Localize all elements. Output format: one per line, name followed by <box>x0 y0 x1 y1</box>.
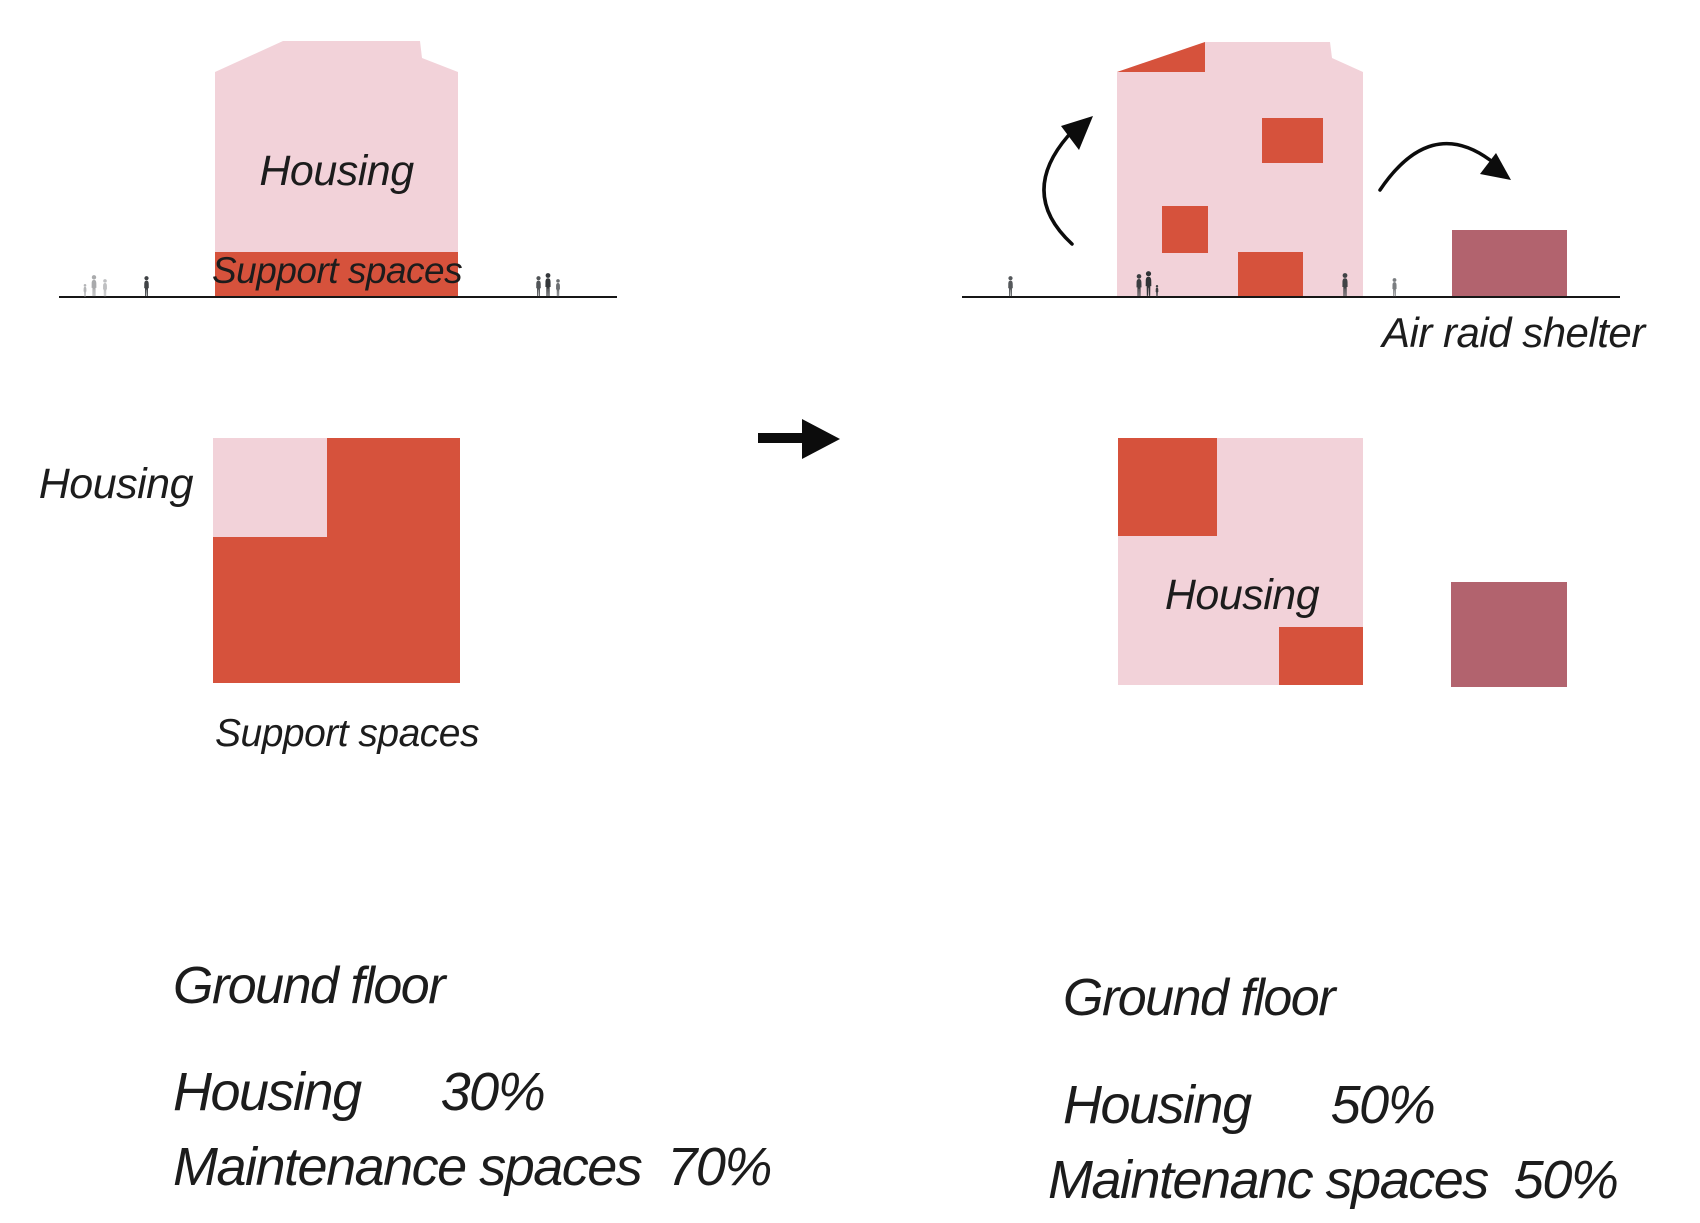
after-plan-square-topleft <box>1118 438 1217 536</box>
before-plan-housing-corner <box>213 438 327 537</box>
person-icon <box>82 284 88 297</box>
after-roof-triangle <box>1117 42 1205 72</box>
after-housing-value: 50% <box>1330 1075 1436 1135</box>
before-stats-row-maintenance: Maintenance spaces 70% <box>173 1137 772 1197</box>
person-icon <box>1340 273 1350 297</box>
before-elevation-housing-label: Housing <box>259 147 414 195</box>
before-plan-support-caption: Support spaces <box>215 712 480 755</box>
after-housing-label: Housing <box>1063 1075 1252 1135</box>
person-icon <box>1134 274 1144 297</box>
after-facade-square-mid <box>1162 206 1208 253</box>
person-icon <box>534 276 543 297</box>
person-icon <box>101 279 109 297</box>
before-maintenance-label: Maintenance spaces <box>173 1137 643 1197</box>
after-facade-square-top <box>1262 118 1323 163</box>
person-icon <box>543 273 553 297</box>
before-stats-row-housing: Housing 30% <box>173 1062 546 1122</box>
before-stats-title: Ground floor <box>173 957 446 1015</box>
person-icon <box>142 276 151 297</box>
air-raid-shelter-box <box>1452 230 1567 297</box>
before-maintenance-value: 70% <box>667 1137 772 1197</box>
curved-arrow-up-icon <box>1016 104 1108 254</box>
after-stats-row-maintenance: Maintenanc spaces 50% <box>1048 1150 1619 1210</box>
air-raid-shelter-label: Air raid shelter <box>1382 309 1645 356</box>
before-support-spaces-band <box>215 252 458 297</box>
after-stats-row-housing: Housing 50% <box>1063 1075 1436 1135</box>
after-plan-shelter-square <box>1451 582 1567 687</box>
after-plan-square-bottomright <box>1279 627 1363 685</box>
after-maintenance-value: 50% <box>1513 1150 1619 1210</box>
before-plan-housing-label: Housing <box>38 460 194 508</box>
person-icon <box>89 275 99 297</box>
after-facade-square-bottom <box>1238 252 1303 297</box>
person-icon <box>1143 271 1154 297</box>
after-maintenance-label: Maintenanc spaces <box>1048 1150 1489 1210</box>
person-icon <box>1006 276 1015 297</box>
after-ground-line <box>962 296 1620 298</box>
before-ground-line <box>59 296 617 298</box>
person-icon <box>1390 278 1399 297</box>
after-stats-title: Ground floor <box>1063 969 1336 1027</box>
before-housing-value: 30% <box>440 1062 546 1122</box>
before-elevation-support-label: Support spaces <box>212 250 463 291</box>
before-housing-label: Housing <box>173 1062 362 1122</box>
person-icon <box>1154 285 1160 297</box>
transform-arrow-icon <box>755 418 845 465</box>
curved-arrow-right-icon <box>1372 122 1520 205</box>
person-icon <box>554 279 562 297</box>
after-plan-housing-label: Housing <box>1164 571 1320 619</box>
